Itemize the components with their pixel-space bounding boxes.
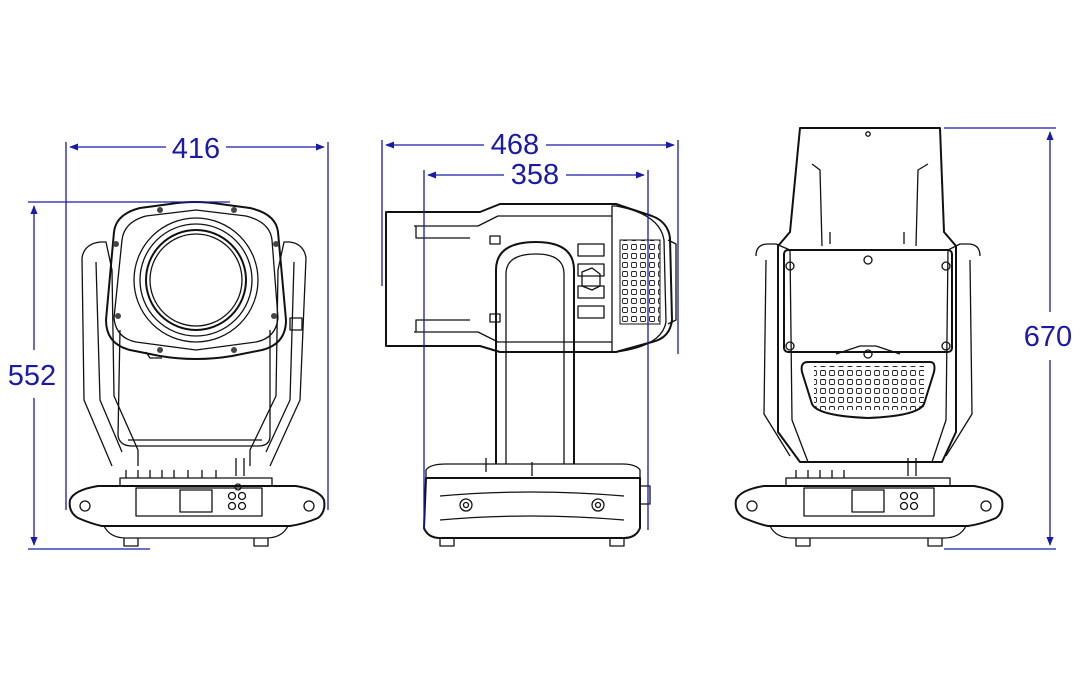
- side-depth-label: 468: [491, 129, 539, 161]
- dimension-lines: [28, 127, 1056, 550]
- dimension-labels: 416 552 468 358 670: [8, 129, 1072, 392]
- front-width-label: 416: [172, 133, 220, 165]
- side-inner-width-label: 358: [511, 159, 559, 191]
- side-view: [385, 203, 677, 547]
- front-height-label: 552: [8, 360, 56, 392]
- front-view: [68, 201, 326, 547]
- rear-height-label: 670: [1024, 321, 1072, 353]
- rear-view: [734, 127, 1004, 547]
